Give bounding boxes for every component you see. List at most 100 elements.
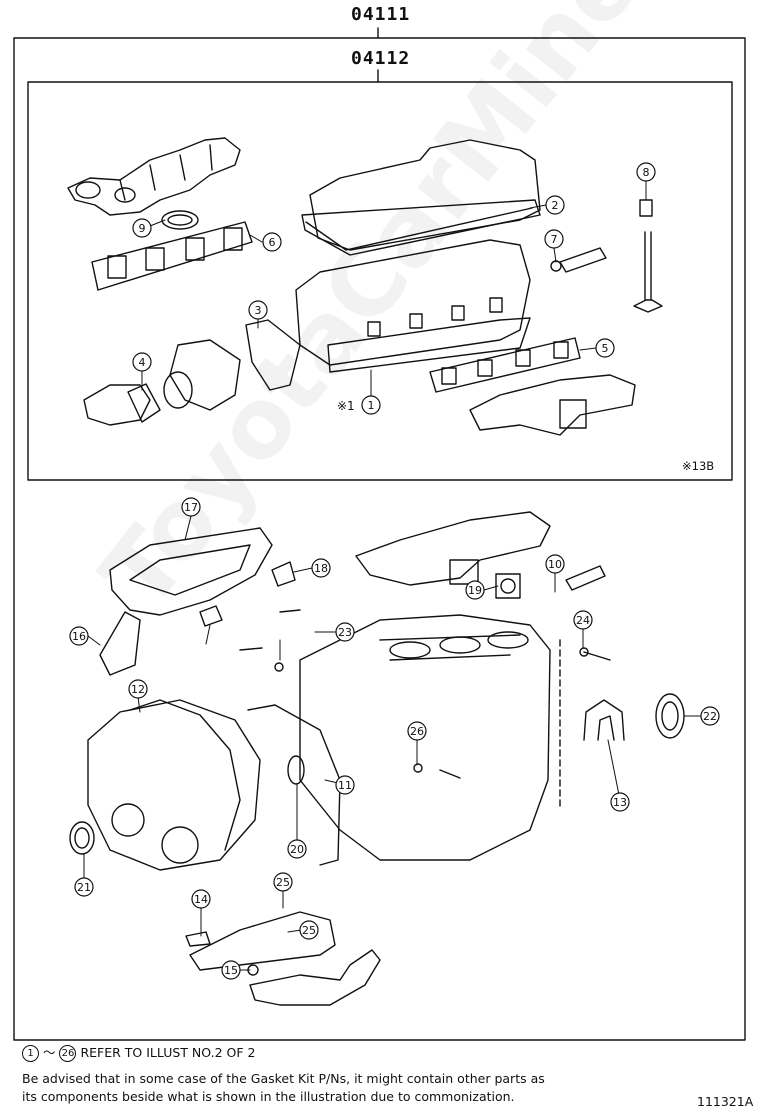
- range-separator: 〜: [42, 1045, 56, 1060]
- callout-circle: [132, 352, 152, 372]
- callout-circle: [610, 792, 630, 812]
- kit-code-outer: 04111: [351, 4, 411, 25]
- illustration-id: 111321A: [697, 1094, 754, 1109]
- callout-number: 16: [72, 630, 86, 643]
- callout-circle: [636, 162, 656, 182]
- rear-oil-seal-retainer-13: [559, 639, 625, 811]
- injector-7: [550, 247, 607, 273]
- injector-10: [565, 565, 606, 591]
- callout-circle: [221, 960, 241, 980]
- cylinder-head-cover: [301, 139, 541, 256]
- callout-number: 10: [548, 558, 562, 571]
- item1-mark: ※1: [337, 399, 355, 413]
- callout-c7: 7: [544, 229, 564, 249]
- gasket-11: [247, 704, 341, 866]
- range-end-callout: 26: [59, 1045, 77, 1062]
- callout-c20: 20: [287, 839, 307, 859]
- callout-c5: 5: [595, 338, 615, 358]
- exhaust-manifold-lower: [355, 511, 551, 586]
- gasket-18: [271, 561, 296, 587]
- callout-circle: [191, 889, 211, 909]
- exhaust-gasket-5: [429, 337, 581, 393]
- oil-seal-21: [69, 821, 95, 855]
- callout-number: 15: [224, 964, 238, 977]
- range-start-callout: 1: [22, 1045, 39, 1062]
- callout-number: 6: [269, 236, 276, 249]
- callout-number: 4: [139, 356, 146, 369]
- callout-number: 3: [255, 304, 262, 317]
- callout-number: 13: [613, 796, 627, 809]
- bolts: [239, 609, 611, 779]
- callout-number: 2: [552, 199, 559, 212]
- callout-number: 11: [338, 779, 352, 792]
- advisory-line-2: its components beside what is shown in t…: [22, 1089, 515, 1104]
- callout-c24: 24: [573, 610, 593, 630]
- callout-c25a: 25: [273, 872, 293, 892]
- box-ref-mark: ※13B: [682, 459, 714, 473]
- callout-c9: 9: [132, 218, 152, 238]
- callout-circle: [74, 877, 94, 897]
- oil-seal-22: [655, 693, 685, 739]
- callout-number: 18: [314, 562, 328, 575]
- callout-number: 14: [194, 893, 208, 906]
- callout-c26: 26: [407, 721, 427, 741]
- callout-c23: 23: [335, 622, 355, 642]
- callout-circle: [132, 218, 152, 238]
- callout-circle: [262, 232, 282, 252]
- callout-circle: [544, 229, 564, 249]
- callout-number: 24: [576, 614, 590, 627]
- callout-c21: 21: [74, 877, 94, 897]
- callout-circle: [69, 626, 89, 646]
- callout-circle: [335, 622, 355, 642]
- callout-circle: [273, 872, 293, 892]
- callout-circle: [181, 497, 201, 517]
- callout-c17: 17: [181, 497, 201, 517]
- callout-c16: 16: [69, 626, 89, 646]
- advisory-line-1: Be advised that in some case of the Gask…: [22, 1071, 545, 1086]
- callout-number: 1: [368, 399, 375, 412]
- callout-number: 25: [302, 924, 316, 937]
- callout-number: 19: [468, 584, 482, 597]
- callout-c19: 19: [465, 580, 485, 600]
- refer-note: 1 〜 26 REFER TO ILLUST NO.2 OF 2: [22, 1045, 255, 1062]
- callout-c14: 14: [191, 889, 211, 909]
- callout-number: 5: [602, 342, 609, 355]
- callout-circle: [335, 775, 355, 795]
- callout-circle: [299, 920, 319, 940]
- intake-manifold: [67, 137, 241, 216]
- leader-lines: [83, 179, 703, 971]
- callout-c25b: 25: [299, 920, 319, 940]
- callout-c18: 18: [311, 558, 331, 578]
- callout-number: 26: [410, 725, 424, 738]
- callout-circle: [128, 679, 148, 699]
- oil-pump-strainer: [185, 911, 381, 1006]
- callout-circle: [700, 706, 720, 726]
- callout-number: 22: [703, 710, 717, 723]
- callout-number: 20: [290, 843, 304, 856]
- callout-c15: 15: [221, 960, 241, 980]
- callout-c3: 3: [248, 300, 268, 320]
- cylinder-head: [295, 239, 531, 373]
- kit-frames: [13, 27, 746, 1041]
- callout-c10: 10: [545, 554, 565, 574]
- gasket-17-cover: [109, 527, 273, 616]
- callout-c12: 12: [128, 679, 148, 699]
- gasket-18b: [199, 605, 223, 627]
- callout-number: 23: [338, 626, 352, 639]
- callout-circle: [595, 338, 615, 358]
- callout-c22: 22: [700, 706, 720, 726]
- valve-and-stem-seal: [633, 199, 663, 313]
- callout-number: 8: [643, 166, 650, 179]
- refer-text: REFER TO ILLUST NO.2 OF 2: [80, 1045, 256, 1060]
- callout-number: 17: [184, 501, 198, 514]
- gasket-9-ring: [161, 210, 199, 230]
- gasket-4-and-elbow: [83, 383, 161, 426]
- callout-circle: [545, 554, 565, 574]
- manifold-gasket-6: [91, 221, 253, 291]
- callout-circle: [311, 558, 331, 578]
- timing-cover: [87, 699, 261, 871]
- callout-c4: 4: [132, 352, 152, 372]
- water-outlet-3: [245, 319, 301, 391]
- callout-circle: [573, 610, 593, 630]
